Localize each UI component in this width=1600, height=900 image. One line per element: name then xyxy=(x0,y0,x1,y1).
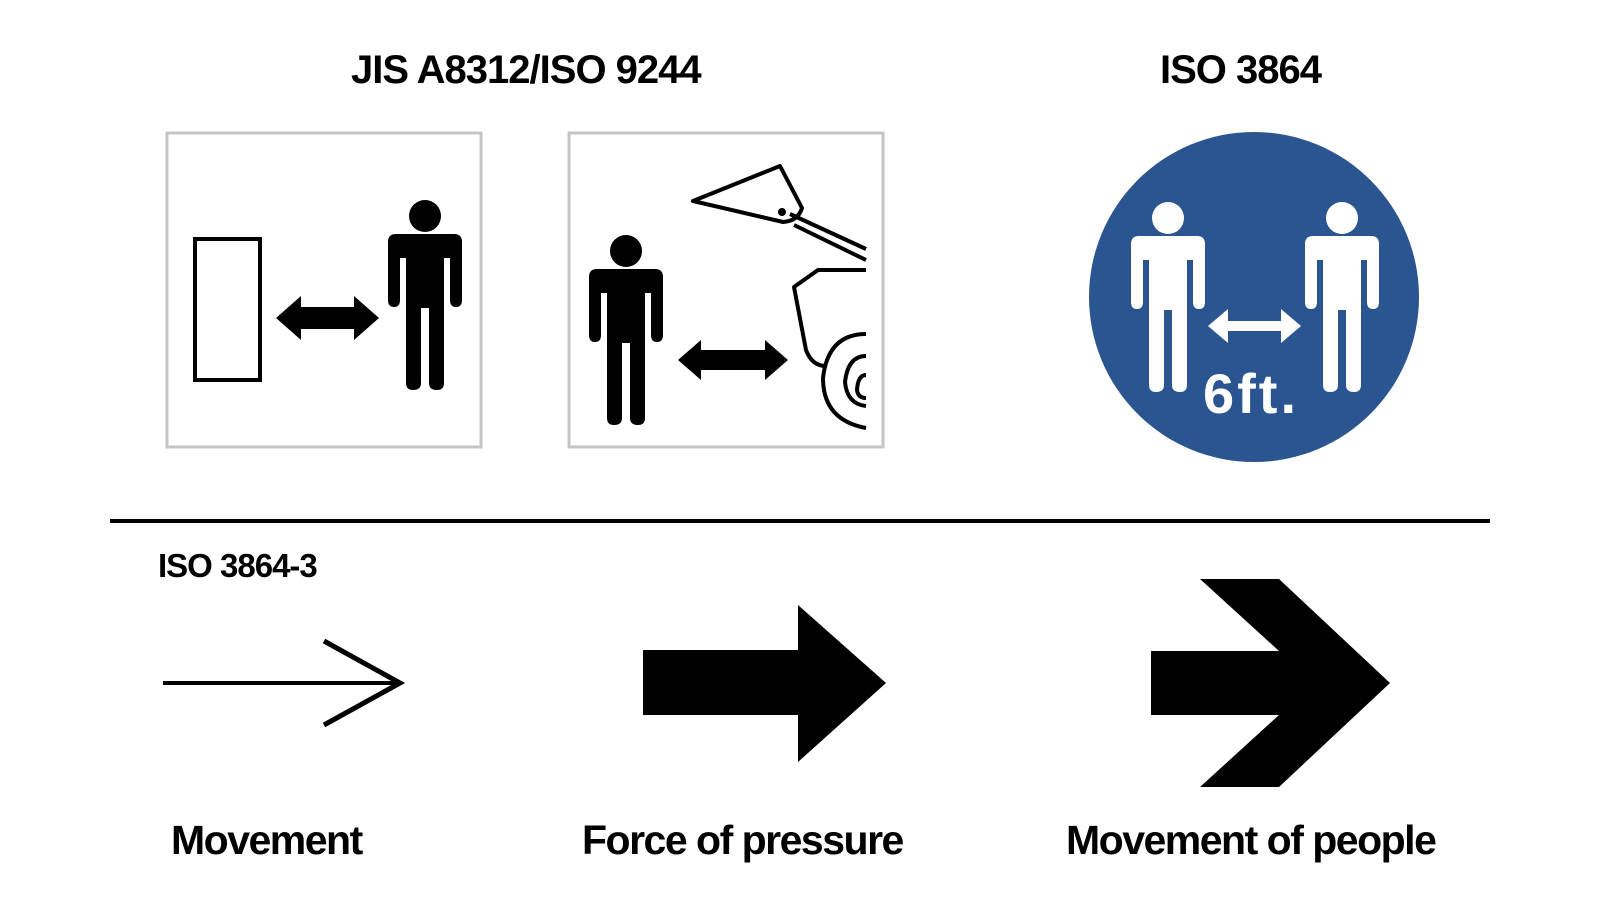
arrow-force-of-pressure xyxy=(643,605,886,762)
heading-jis-iso: JIS A8312/ISO 9244 xyxy=(351,48,702,92)
arrow-head xyxy=(322,638,406,728)
sign-distance-machine xyxy=(567,131,885,449)
caption-force-of-pressure: Force of pressure xyxy=(582,817,904,863)
double-arrow-icon xyxy=(1208,309,1301,343)
caption-movement: Movement xyxy=(171,817,363,863)
arrow-movement xyxy=(163,638,406,728)
sign-social-distance: 6ft. xyxy=(1089,132,1419,462)
heading-iso-3864: ISO 3864 xyxy=(1160,48,1322,92)
heading-iso-3864-3: ISO 3864-3 xyxy=(158,547,318,584)
double-arrow-icon xyxy=(678,340,788,380)
arrow-movement-of-people xyxy=(1151,579,1390,787)
door-icon xyxy=(193,237,262,382)
excavator-icon xyxy=(691,164,867,430)
sign-distance-door xyxy=(165,131,483,449)
distance-label: 6ft. xyxy=(1203,362,1299,425)
double-arrow-icon xyxy=(276,296,379,340)
caption-movement-of-people: Movement of people xyxy=(1066,817,1437,863)
